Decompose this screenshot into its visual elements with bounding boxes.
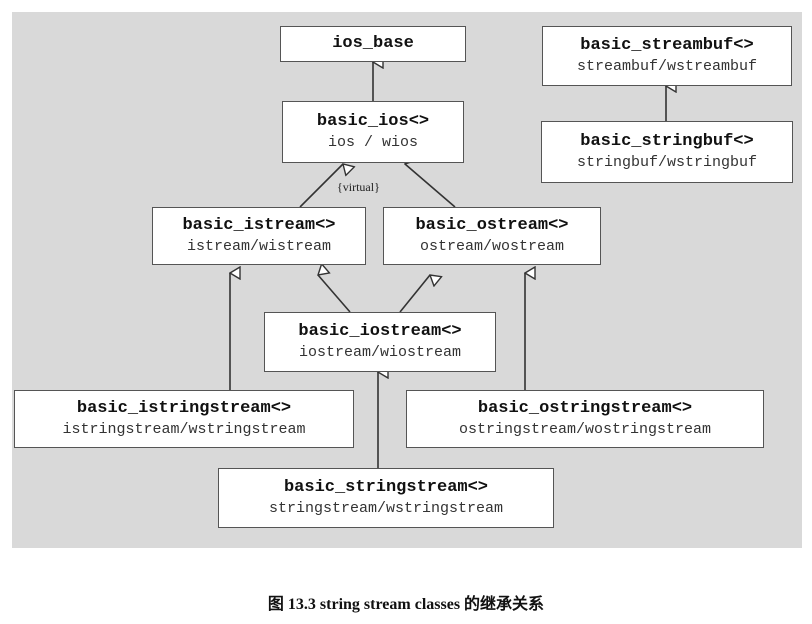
figure-caption: 图 13.3 string stream classes 的继承关系 [267, 596, 545, 613]
node-basic-ostream-name: basic_ostream<> [415, 216, 569, 235]
node-basic-ios-name: basic_ios<> [316, 112, 430, 131]
node-basic-istream: basic_istream<> istream/wistream [152, 207, 366, 265]
node-basic-iostream-name: basic_iostream<> [298, 322, 462, 341]
node-basic-streambuf-name: basic_streambuf<> [580, 36, 754, 55]
inheritance-arrows [0, 0, 812, 468]
node-basic-stringbuf-typedefs: stringbuf/wstringbuf [576, 154, 758, 172]
node-basic-streambuf-typedefs: streambuf/wstreambuf [576, 58, 758, 76]
node-basic-istringstream: basic_istringstream<> istringstream/wstr… [14, 390, 354, 448]
node-basic-ostream: basic_ostream<> ostream/wostream [383, 207, 601, 265]
node-basic-streambuf: basic_streambuf<> streambuf/wstreambuf [542, 26, 792, 86]
node-ios-base-name: ios_base [332, 34, 414, 54]
node-basic-iostream-typedefs: iostream/wiostream [298, 344, 462, 362]
node-basic-ios: basic_ios<> ios / wios [282, 101, 464, 163]
node-basic-iostream: basic_iostream<> iostream/wiostream [264, 312, 496, 372]
node-basic-ios-typedefs: ios / wios [327, 134, 418, 152]
node-basic-stringbuf: basic_stringbuf<> stringbuf/wstringbuf [541, 121, 793, 183]
arrow-ostream-to-ios [405, 164, 456, 208]
node-basic-istream-typedefs: istream/wistream [186, 238, 332, 256]
node-basic-stringstream-name: basic_stringstream<> [283, 478, 489, 497]
node-basic-istringstream-name: basic_istringstream<> [76, 399, 292, 418]
node-basic-ostringstream-name: basic_ostringstream<> [477, 399, 693, 418]
arrow-iostream-to-istream [318, 275, 351, 313]
arrow-istream-to-ios [299, 164, 343, 208]
node-basic-istringstream-typedefs: istringstream/wstringstream [62, 421, 306, 439]
virtual-inheritance-label: {virtual} [335, 180, 382, 195]
node-basic-stringstream-typedefs: stringstream/wstringstream [268, 500, 504, 518]
node-basic-ostringstream: basic_ostringstream<> ostringstream/wost… [406, 390, 764, 448]
node-basic-ostream-typedefs: ostream/wostream [419, 238, 565, 256]
node-basic-stringbuf-name: basic_stringbuf<> [580, 132, 754, 151]
node-ios-base: ios_base [280, 26, 466, 62]
node-basic-istream-name: basic_istream<> [182, 216, 336, 235]
node-basic-ostringstream-typedefs: ostringstream/wostringstream [458, 421, 712, 439]
node-basic-stringstream: basic_stringstream<> stringstream/wstrin… [218, 468, 554, 528]
arrow-iostream-to-ostream [399, 275, 430, 313]
